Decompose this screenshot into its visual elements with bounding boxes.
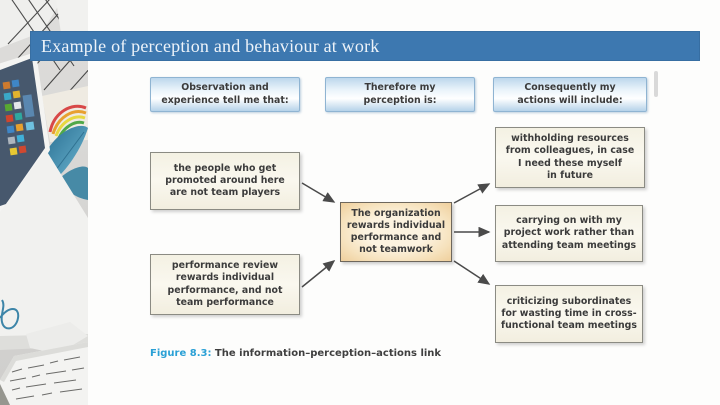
slide-title: Example of perception and behaviour at w…	[41, 35, 380, 56]
slide-title-bar: Example of perception and behaviour at w…	[30, 31, 700, 61]
header-perception: Therefore my perception is:	[325, 77, 475, 112]
header-observation: Observation and experience tell me that:	[150, 77, 300, 112]
action-box-2: carrying on with my project work rather …	[495, 205, 643, 262]
figure-caption-text: The information–perception–actions link	[211, 348, 442, 359]
figure-caption: Figure 8.3: The information–perception–a…	[150, 348, 441, 359]
perception-box: The organization rewards individual perf…	[340, 202, 452, 262]
figure-caption-label: Figure 8.3:	[150, 348, 212, 359]
scrollbar-mark	[654, 71, 658, 97]
blue-wire	[0, 299, 20, 330]
arrow-obs1-to-perception	[301, 182, 336, 203]
handwritten-notepad	[0, 342, 88, 405]
arrow-obs2-to-perception	[301, 260, 336, 288]
arrow-perception-to-action3	[453, 260, 491, 285]
arrow-perception-to-action1	[453, 183, 491, 204]
observation-box-1: the people who get promoted around here …	[150, 152, 300, 210]
action-box-1: withholding resources from colleagues, i…	[495, 127, 645, 188]
action-box-3: criticizing subordinates for wasting tim…	[495, 285, 643, 343]
observation-box-2: performance review rewards individual pe…	[150, 254, 300, 315]
laptop-screen	[0, 52, 50, 216]
desk-laptop-photo	[0, 0, 88, 405]
header-actions: Consequently my actions will include:	[493, 77, 647, 112]
